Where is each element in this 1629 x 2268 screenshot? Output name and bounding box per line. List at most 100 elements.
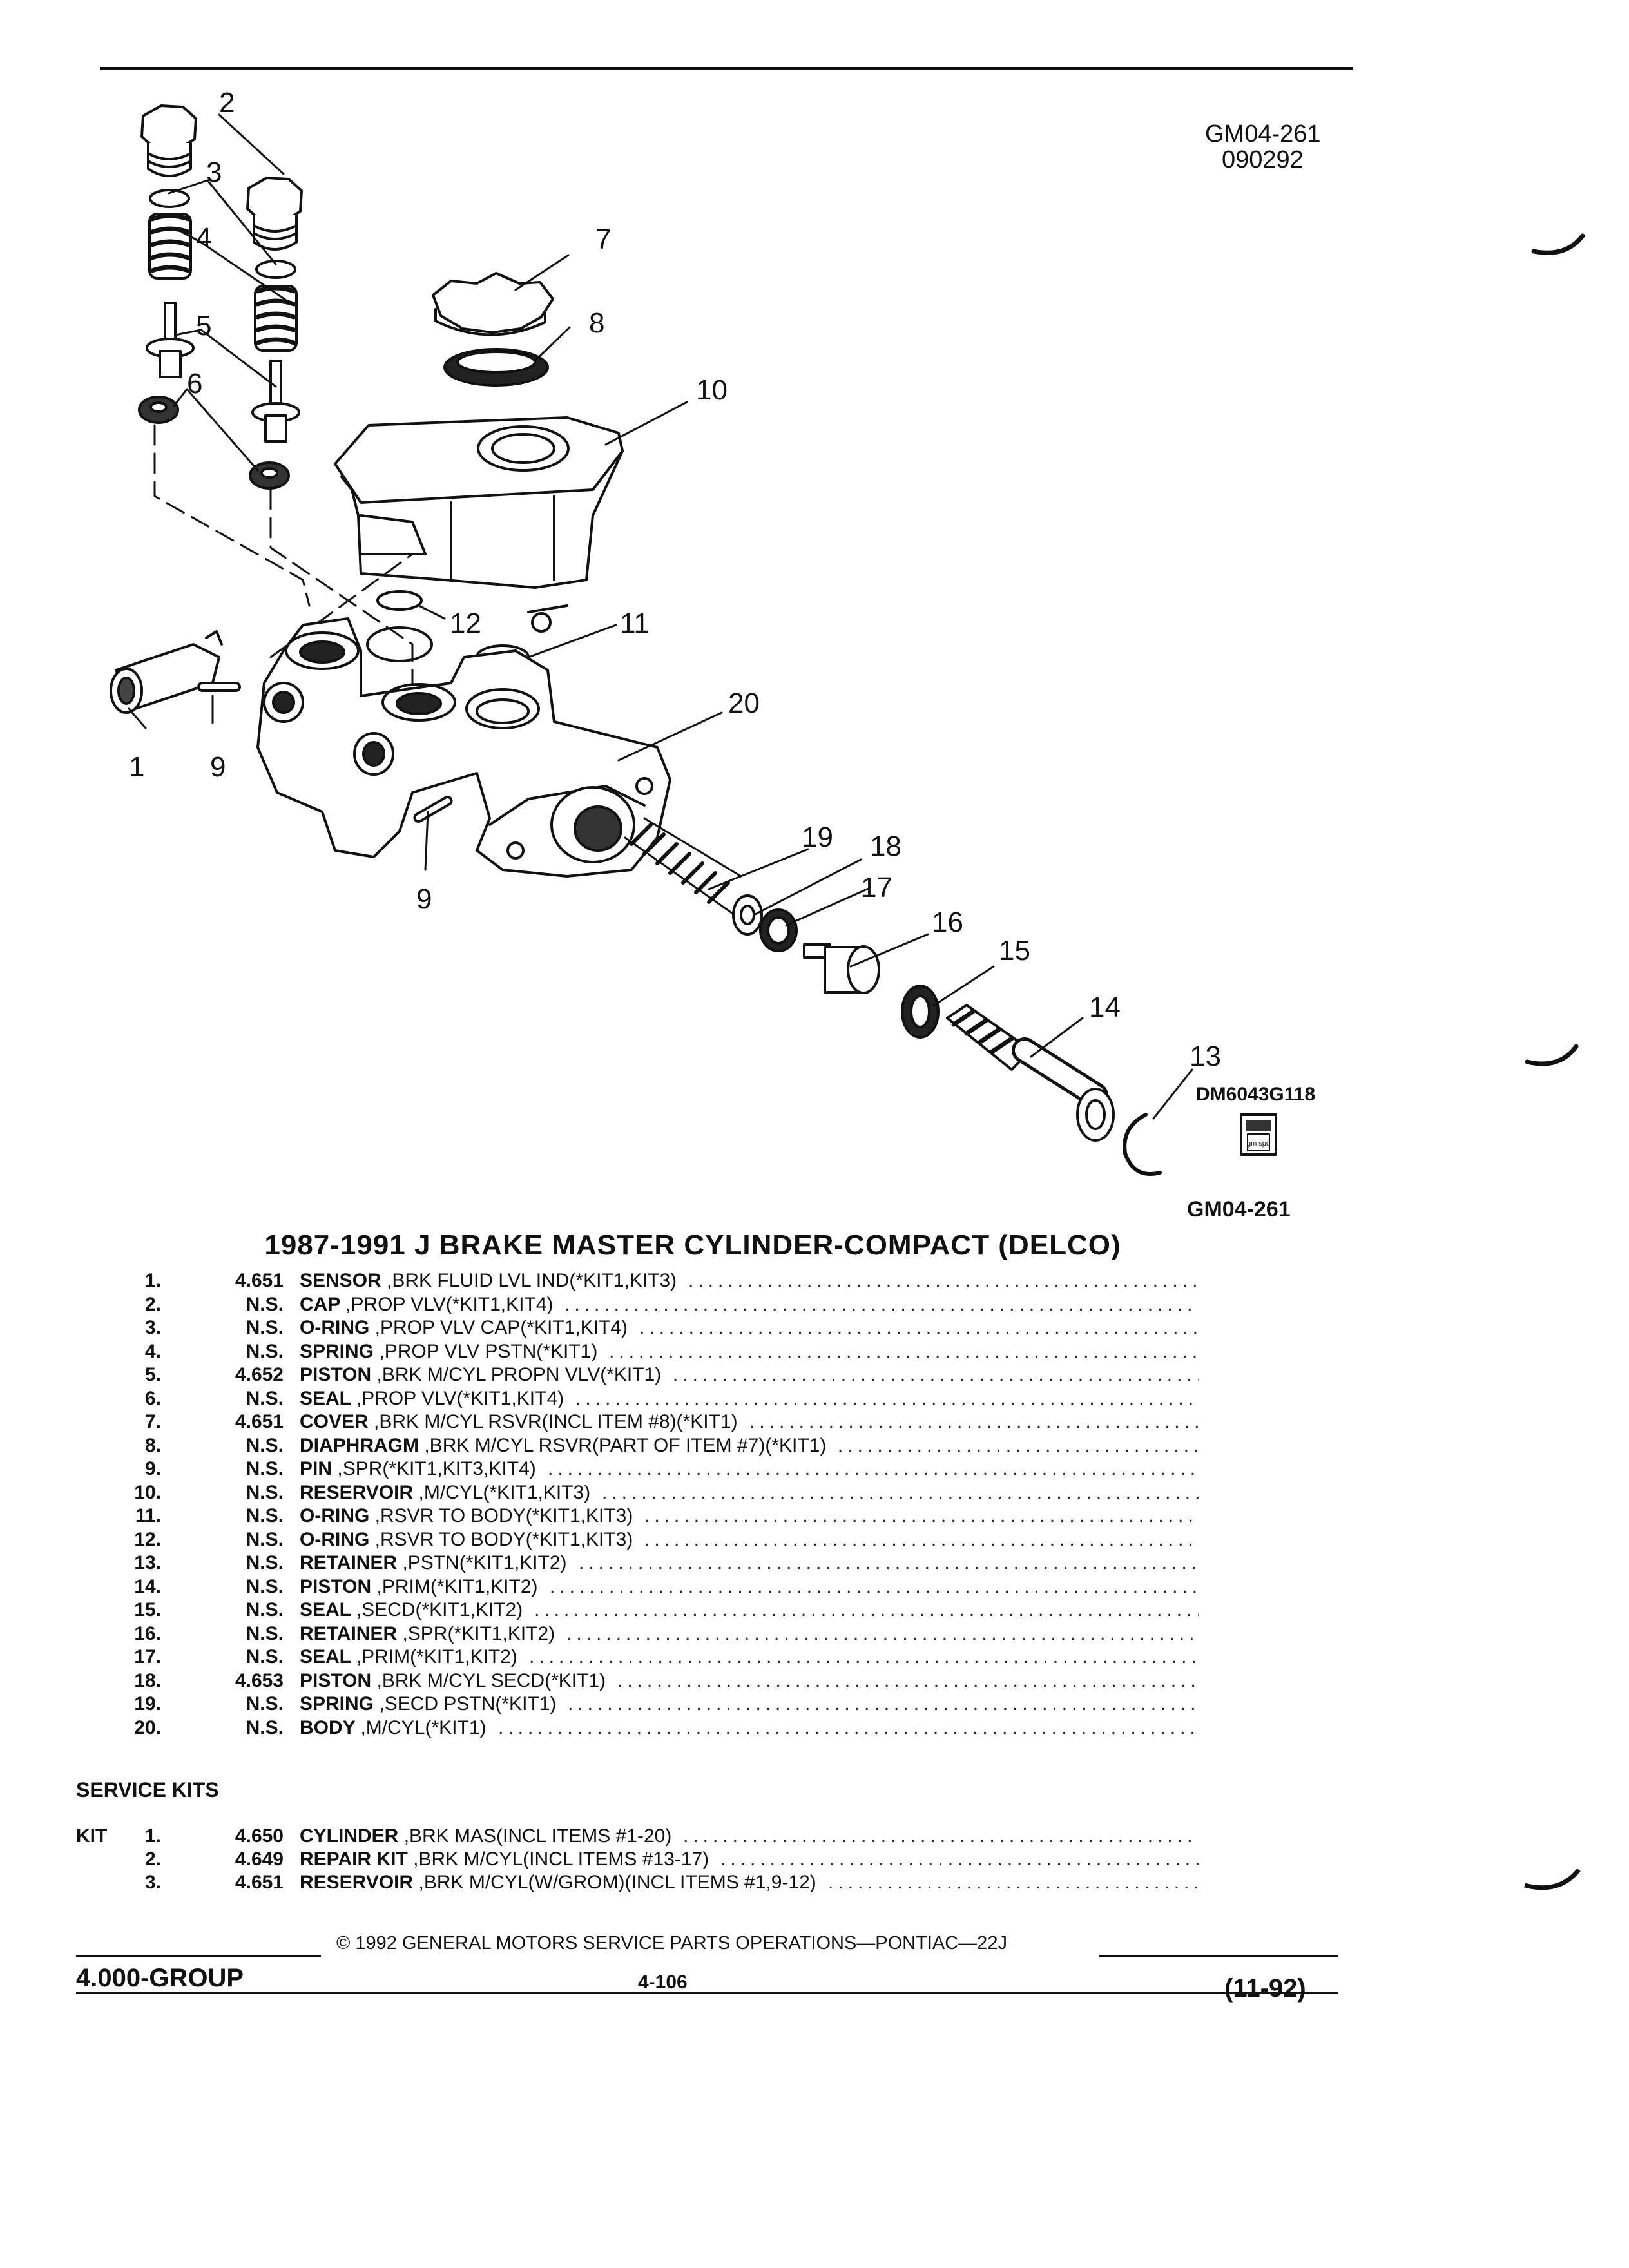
margin-mark-bottom: [1524, 1868, 1581, 1890]
callout-2: 2: [219, 87, 235, 119]
part-code: N.S.: [246, 1505, 284, 1526]
item-number: 20.: [134, 1716, 161, 1738]
part-code: N.S.: [246, 1599, 284, 1620]
part-code: N.S.: [246, 1317, 284, 1338]
part-description: O-RING ,RSVR TO BODY(*KIT1,KIT3): [300, 1505, 633, 1526]
item-number: 13.: [134, 1552, 161, 1573]
spring-pin: [413, 796, 453, 823]
part-row: 17.N.S.SEAL ,PRIM(*KIT1,KIT2)...........…: [0, 1646, 1199, 1669]
dot-leader: ........................................…: [548, 1458, 1199, 1479]
dot-leader: ........................................…: [617, 1669, 1199, 1691]
page-number: 4-106: [638, 1972, 688, 1993]
callout-14: 14: [1089, 992, 1121, 1023]
part-row: 12.N.S.O-RING ,RSVR TO BODY(*KIT1,KIT3).…: [0, 1528, 1199, 1552]
callout-leaders: [128, 113, 1193, 1120]
part-code: 4.651: [235, 1270, 284, 1291]
item-number: 16.: [134, 1622, 161, 1644]
part-code: N.S.: [246, 1575, 284, 1597]
dot-leader: ........................................…: [688, 1270, 1199, 1291]
part-description: COVER ,BRK M/CYL RSVR(INCL ITEM #8)(*KIT…: [300, 1411, 738, 1432]
exploded-parts-diagram: 1 2 3 4 5 6 7 8 9 9 10 11 12 13 14 15 16…: [110, 87, 1585, 1222]
part-code: 4.651: [235, 1411, 284, 1432]
dot-leader: .....................................: [838, 1434, 1199, 1456]
callout-18: 18: [870, 831, 901, 862]
part-description: PISTON ,BRK M/CYL PROPN VLV(*KIT1): [300, 1364, 662, 1385]
part-code: N.S.: [246, 1622, 284, 1644]
dot-leader: ........................................…: [575, 1387, 1199, 1409]
kit-prefix: KIT: [76, 1825, 108, 1847]
ref-code: GM04-261: [1205, 120, 1321, 148]
callout-17: 17: [861, 872, 892, 903]
page-title: 1987-1991 J BRAKE MASTER CYLINDER-COMPAC…: [264, 1229, 1121, 1261]
item-number: 8.: [144, 1434, 161, 1456]
callout-20: 20: [728, 687, 760, 719]
top-rule: [100, 67, 1353, 70]
part-code: 4.650: [235, 1825, 284, 1847]
part-row: 2. 4.649 REPAIR KIT ,BRK M/CYL(INCL ITEMS …: [0, 1848, 1199, 1871]
part-description: CAP ,PROP VLV(*KIT1,KIT4): [300, 1293, 554, 1315]
part-description: SPRING ,PROP VLV PSTN(*KIT1): [300, 1340, 598, 1362]
item-number: 1.: [144, 1270, 161, 1291]
item-number: 19.: [134, 1693, 161, 1715]
callout-6: 6: [187, 368, 202, 399]
spring-pin: [197, 682, 241, 692]
part-row: 20.N.S.BODY ,M/CYL(*KIT1)...............…: [0, 1716, 1199, 1740]
callout-13: 13: [1190, 1041, 1221, 1072]
svg-text:gm spo: gm spo: [1247, 1140, 1270, 1148]
part-row: 6.N.S.SEAL ,PROP VLV(*KIT1,KIT4)........…: [0, 1387, 1199, 1410]
part-description: PISTON ,PRIM(*KIT1,KIT2): [300, 1575, 538, 1597]
part-code: N.S.: [246, 1481, 284, 1503]
item-number: 1.: [144, 1825, 161, 1847]
part-code: N.S.: [246, 1434, 284, 1456]
item-number: 3.: [144, 1872, 161, 1893]
part-code: N.S.: [246, 1387, 284, 1409]
primary-seal: [759, 908, 798, 952]
dot-leader: ........................................…: [644, 1505, 1199, 1526]
item-number: 15.: [134, 1599, 161, 1620]
part-description: RESERVOIR ,M/CYL(*KIT1,KIT3): [300, 1481, 591, 1503]
item-number: 12.: [134, 1528, 161, 1550]
part-row: 3.N.S.O-RING ,PROP VLV CAP(*KIT1,KIT4)..…: [0, 1316, 1199, 1340]
part-code: N.S.: [246, 1693, 284, 1715]
part-code: N.S.: [246, 1340, 284, 1362]
item-number: 10.: [134, 1481, 161, 1503]
date-code: 090292: [1222, 146, 1304, 173]
item-number: 2.: [144, 1849, 161, 1870]
diagram-ref-code: GM04-261: [1187, 1197, 1291, 1222]
dot-leader: ........................................…: [749, 1411, 1199, 1432]
part-description: SEAL ,PROP VLV(*KIT1,KIT4): [300, 1387, 564, 1409]
callout-9: 9: [210, 751, 226, 783]
part-row: 19.N.S.SPRING ,SECD PSTN(*KIT1).........…: [0, 1693, 1199, 1716]
service-kits-heading: SERVICE KITS: [76, 1778, 219, 1802]
dot-leader: ......................................: [828, 1872, 1199, 1893]
part-row: 13.N.S.RETAINER ,PSTN(*KIT1,KIT2).......…: [0, 1552, 1199, 1575]
item-number: 11.: [135, 1505, 161, 1526]
dot-leader: ........................................…: [529, 1646, 1199, 1667]
part-row: 2.N.S.CAP ,PROP VLV(*KIT1,KIT4).........…: [0, 1293, 1199, 1316]
reservoir: [334, 416, 624, 633]
footer-rule-left: [76, 1955, 321, 1957]
part-row: 8.N.S.DIAPHRAGM ,BRK M/CYL RSVR(PART OF …: [0, 1434, 1199, 1457]
part-description: REPAIR KIT ,BRK M/CYL(INCL ITEMS #13-17): [300, 1849, 709, 1870]
spring-right: [254, 285, 298, 352]
part-description: RETAINER ,PSTN(*KIT1,KIT2): [300, 1552, 567, 1573]
dot-leader: ........................................…: [720, 1849, 1199, 1870]
dot-leader: ........................................…: [683, 1825, 1199, 1847]
dot-leader: ........................................…: [498, 1716, 1199, 1738]
prop-valve-seal-right: [249, 461, 290, 490]
part-description: BODY ,M/CYL(*KIT1): [300, 1716, 487, 1738]
item-number: 14.: [134, 1575, 161, 1597]
o-ring-right: [255, 260, 296, 279]
callout-4: 4: [196, 222, 211, 254]
dot-leader: ........................................…: [568, 1693, 1199, 1715]
dot-leader: ........................................…: [564, 1293, 1199, 1315]
item-number: 3.: [144, 1317, 161, 1338]
footer-rule-right: [1099, 1955, 1338, 1957]
dot-leader: ........................................…: [579, 1552, 1199, 1573]
prop-valve-piston-right: [251, 360, 300, 443]
master-cylinder-body: [256, 617, 671, 878]
part-code: 4.649: [235, 1849, 284, 1870]
dot-leader: ........................................…: [602, 1481, 1199, 1503]
prop-valve-seal-left: [138, 396, 179, 424]
